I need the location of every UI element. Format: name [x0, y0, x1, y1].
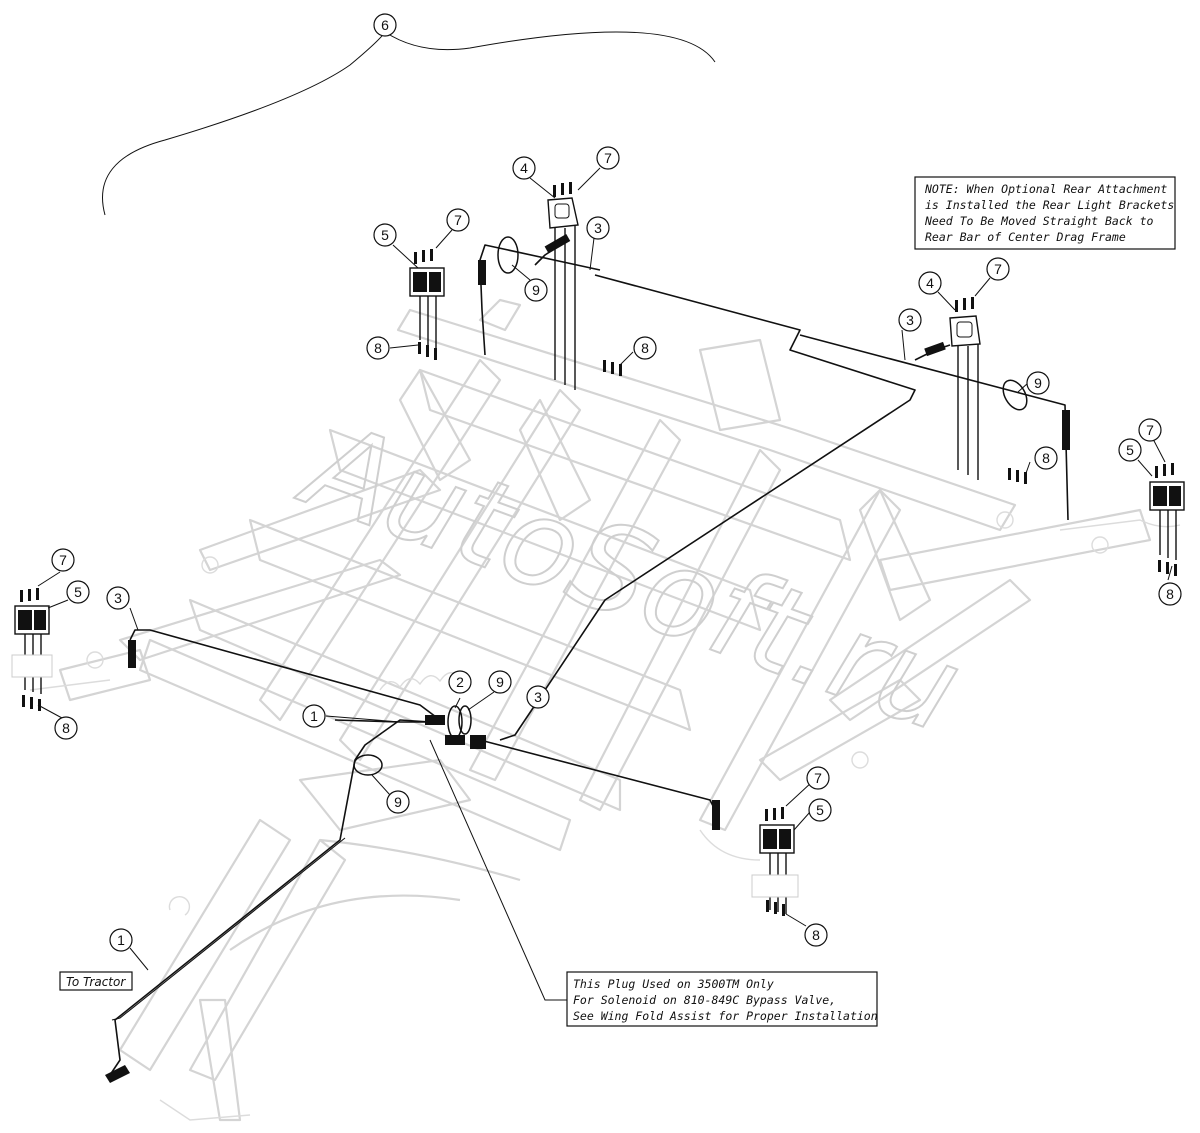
note-line-2: is Installed the Rear Light Brackets [925, 198, 1174, 212]
svg-text:7: 7 [604, 150, 612, 166]
callout-9-rear-right: 9 [1026, 371, 1050, 395]
svg-text:8: 8 [374, 340, 382, 356]
note-line-4: Rear Bar of Center Drag Frame [925, 230, 1126, 244]
callout-1-centre: 1 [302, 704, 326, 728]
svg-text:To Tractor: To Tractor [66, 975, 126, 989]
svg-text:7: 7 [59, 552, 67, 568]
svg-text:8: 8 [641, 340, 649, 356]
note-rear-attachment: NOTE: When Optional Rear Attachment is I… [914, 176, 1176, 250]
svg-text:5: 5 [816, 802, 824, 818]
amber-lamp-rear-right [949, 315, 981, 480]
callout-7-right-wing: 7 [1138, 418, 1162, 442]
svg-text:3: 3 [594, 220, 602, 236]
callout-4-rear-left: 4 [512, 156, 536, 180]
callout-balloons: 6 4 7 3 9 5 7 8 8 4 7 3 9 5 7 8 8 7 5 3 … [51, 13, 1182, 952]
svg-text:8: 8 [812, 927, 820, 943]
svg-text:7: 7 [454, 212, 462, 228]
plug-note-line-3: See Wing Fold Assist for Proper Installa… [573, 1009, 878, 1023]
callout-7-lamp-rear-left: 7 [446, 208, 470, 232]
note-line-3: Need To Be Moved Straight Back to [924, 214, 1154, 228]
callout-4-rear-right: 4 [918, 271, 942, 295]
svg-text:3: 3 [114, 590, 122, 606]
leader-lines [37, 31, 1173, 1001]
svg-text:9: 9 [532, 282, 540, 298]
svg-text:3: 3 [534, 689, 542, 705]
svg-text:5: 5 [381, 227, 389, 243]
to-tractor-label: To Tractor [59, 971, 133, 991]
svg-text:2: 2 [456, 674, 464, 690]
callout-8-rear-right: 8 [1034, 446, 1058, 470]
callout-8-rear-left: 8 [366, 336, 390, 360]
svg-text:1: 1 [310, 708, 318, 724]
callout-5-left-wing: 5 [66, 580, 90, 604]
svg-text:3: 3 [906, 312, 914, 328]
hardware-bolts [20, 182, 1177, 916]
svg-text:9: 9 [1034, 375, 1042, 391]
svg-text:4: 4 [926, 275, 934, 291]
svg-text:6: 6 [381, 17, 389, 33]
callout-5-front-right: 5 [808, 798, 832, 822]
svg-text:7: 7 [1146, 422, 1154, 438]
combo-lamp-left-rear [409, 267, 445, 348]
callout-3-rear-right: 3 [898, 308, 922, 332]
combo-lamp-right-wing [1149, 481, 1185, 560]
callout-9-rear-left: 9 [524, 278, 548, 302]
callout-7-left-wing: 7 [51, 548, 75, 572]
implement-frame [29, 298, 1181, 1122]
callout-6: 6 [373, 13, 397, 37]
svg-text:1: 1 [117, 932, 125, 948]
callout-1-tongue: 1 [109, 928, 133, 952]
svg-text:7: 7 [814, 770, 822, 786]
plug-note-line-1: This Plug Used on 3500TM Only [573, 977, 774, 991]
svg-text:5: 5 [1126, 442, 1134, 458]
amber-lamp-rear-left [547, 197, 579, 390]
callout-9-centre: 9 [488, 670, 512, 694]
callout-9-tongue: 9 [386, 790, 410, 814]
callout-7-rear-left: 7 [596, 146, 620, 170]
plug-note-line-2: For Solenoid on 810-849C Bypass Valve, [573, 993, 836, 1007]
callout-8-rear-centre: 8 [633, 336, 657, 360]
note-line-1: NOTE: When Optional Rear Attachment [924, 182, 1167, 196]
svg-text:9: 9 [394, 794, 402, 810]
callout-5-right-wing: 5 [1118, 438, 1142, 462]
callout-3-centre: 3 [526, 685, 550, 709]
combo-lamp-front-right [751, 824, 799, 914]
callout-8-right-wing: 8 [1158, 582, 1182, 606]
callout-7-rear-right: 7 [986, 257, 1010, 281]
callout-8-left-wing: 8 [54, 716, 78, 740]
svg-text:7: 7 [994, 261, 1002, 277]
connectors [105, 234, 1070, 1083]
callout-5-rear-left: 5 [373, 223, 397, 247]
note-plug: This Plug Used on 3500TM Only For Soleno… [566, 971, 878, 1027]
svg-text:8: 8 [1166, 586, 1174, 602]
callout-2: 2 [448, 670, 472, 694]
callout-7-front-right: 7 [806, 766, 830, 790]
svg-text:9: 9 [496, 674, 504, 690]
svg-text:8: 8 [62, 720, 70, 736]
callout-3-left-wing: 3 [106, 586, 130, 610]
callout-3-rear-left: 3 [586, 216, 610, 240]
combo-lamp-left-wing [11, 605, 53, 694]
svg-text:8: 8 [1042, 450, 1050, 466]
svg-text:5: 5 [74, 584, 82, 600]
watermark: AutoSoft.ru [284, 394, 978, 760]
callout-8-front-right: 8 [804, 923, 828, 947]
svg-text:4: 4 [520, 160, 528, 176]
